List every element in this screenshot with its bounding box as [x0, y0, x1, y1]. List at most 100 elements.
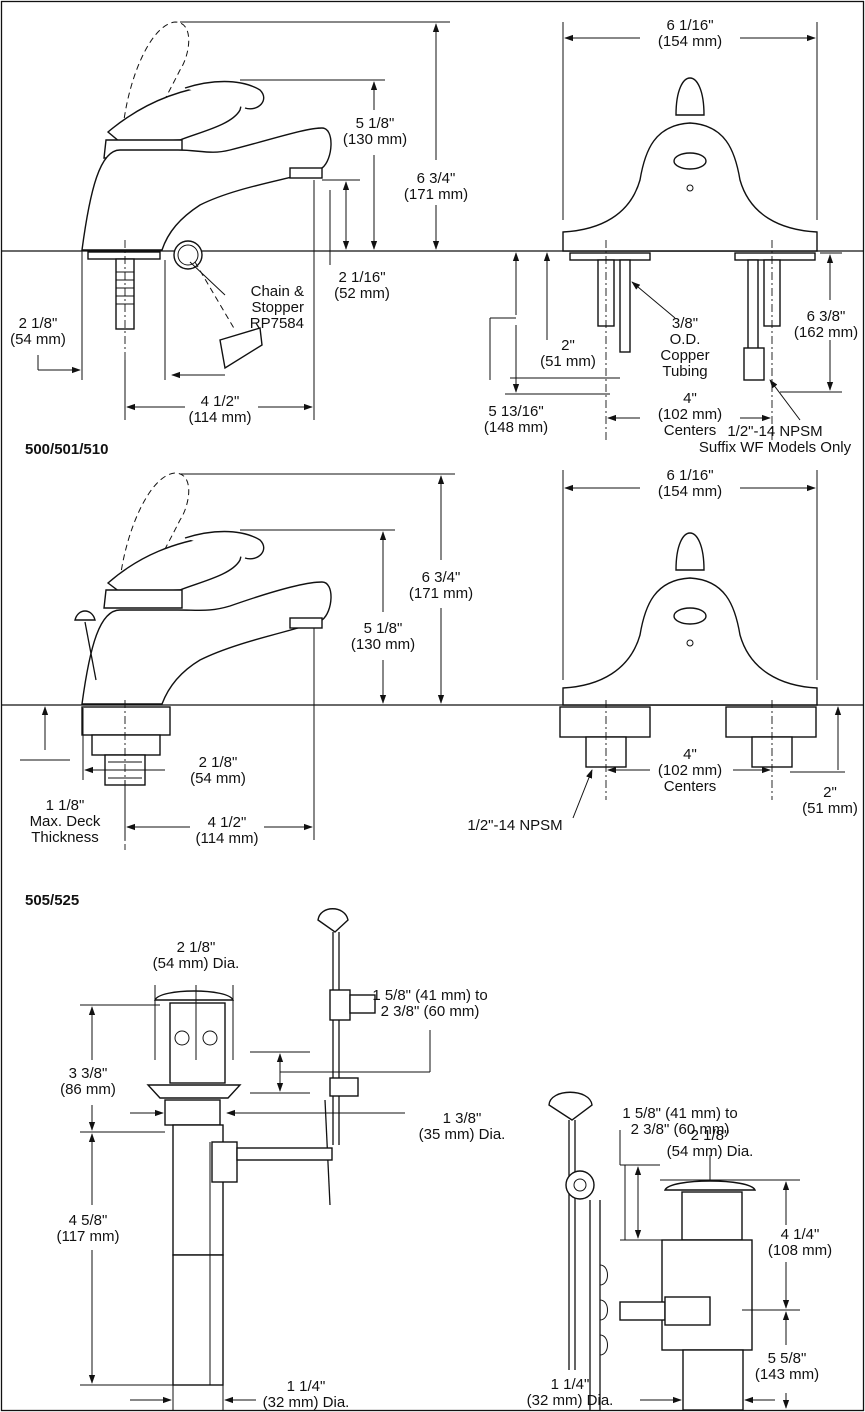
- labels-1: 6 1/16"(154 mm) 5 1/8"(130 mm) 6 3/4"(17…: [10, 17, 858, 456]
- label-d8-1: O.D.: [670, 331, 701, 348]
- faucet-front-view-1: [562, 77, 818, 440]
- label-f1-0: 2 1/8": [177, 939, 216, 956]
- label-e4-0: 2 1/8": [199, 754, 238, 771]
- label-d5-2: RP7584: [250, 315, 304, 332]
- svg-text:1 1/4"(32 mm) Dia.: 1 1/4"(32 mm) Dia.: [263, 1378, 350, 1411]
- svg-text:6 3/8"(162 mm): 6 3/8"(162 mm): [794, 308, 858, 341]
- label-f2-0: 1 5/8" (41 mm) to: [372, 987, 487, 1004]
- svg-text:2 1/8"(54 mm) Dia.: 2 1/8"(54 mm) Dia.: [153, 939, 240, 972]
- label-d4-1: (52 mm): [334, 285, 390, 302]
- svg-text:2 1/16"(52 mm): 2 1/16"(52 mm): [334, 269, 390, 302]
- label-e2-1: (171 mm): [409, 585, 473, 602]
- faucet-front-view-2: [559, 532, 818, 800]
- label-f4-1: (35 mm) Dia.: [419, 1126, 506, 1143]
- svg-text:1 5/8" (41 mm) to2 3/8" (60 mm: 1 5/8" (41 mm) to2 3/8" (60 mm): [622, 1105, 737, 1138]
- label-d1-0: 6 1/16": [666, 17, 713, 34]
- label-e9-0: 2": [823, 784, 837, 801]
- svg-text:2"(51 mm): 2"(51 mm): [540, 337, 596, 370]
- svg-text:4"(102 mm)Centers: 4"(102 mm)Centers: [658, 390, 722, 439]
- svg-text:5 1/8"(130 mm): 5 1/8"(130 mm): [343, 115, 407, 148]
- label-d11-0: 5 13/16": [488, 403, 543, 420]
- label-f4-0: 1 3/8": [443, 1110, 482, 1127]
- label-d13-1: Suffix WF Models Only: [699, 439, 852, 456]
- label-g3-1: (108 mm): [768, 1242, 832, 1259]
- drain-side-view: [548, 1091, 757, 1411]
- dimension-lines-3: [80, 985, 800, 1410]
- svg-text:6 3/4"(171 mm): 6 3/4"(171 mm): [409, 569, 473, 602]
- label-d8-2: Copper: [660, 347, 709, 364]
- svg-text:4"(102 mm)Centers: 4"(102 mm)Centers: [658, 746, 722, 795]
- label-g4-1: (143 mm): [755, 1366, 819, 1383]
- label-d3-1: (171 mm): [404, 186, 468, 203]
- label-d7-1: (114 mm): [188, 409, 251, 426]
- label-f1-1: (54 mm) Dia.: [153, 955, 240, 972]
- label-e4-1: (54 mm): [190, 770, 246, 787]
- label-d1-1: (154 mm): [658, 33, 722, 50]
- label-d10-1: (162 mm): [794, 324, 858, 341]
- svg-text:1 5/8" (41 mm) to2 3/8" (60 mm: 1 5/8" (41 mm) to2 3/8" (60 mm): [372, 987, 487, 1020]
- svg-text:2"(51 mm): 2"(51 mm): [802, 784, 858, 817]
- label-d11-1: (148 mm): [484, 419, 548, 436]
- svg-text:4 5/8"(117 mm): 4 5/8"(117 mm): [56, 1212, 119, 1245]
- label-e3-1: (130 mm): [351, 636, 415, 653]
- label-e7-0: 1/2"-14 NPSM: [467, 817, 562, 834]
- label-e8-0: 4": [683, 746, 697, 763]
- svg-text:4 1/4"(108 mm): 4 1/4"(108 mm): [768, 1226, 832, 1259]
- label-d4-0: 2 1/16": [338, 269, 385, 286]
- label-d9-0: 2": [561, 337, 575, 354]
- label-f6-0: 1 1/4": [287, 1378, 326, 1395]
- section-505-group: 505/525 6 1/16"(154 mm) 6 3/4"(171 mm) 5…: [2, 467, 863, 909]
- svg-text:6 1/16"(154 mm): 6 1/16"(154 mm): [658, 17, 722, 50]
- label-e1-0: 6 1/16": [666, 467, 713, 484]
- dimension-lines-1: [37, 21, 842, 422]
- label-d12-0: 4": [683, 390, 697, 407]
- label-e3-0: 5 1/8": [364, 620, 403, 637]
- label-e1-1: (154 mm): [658, 483, 722, 500]
- svg-text:2 1/8"(54 mm) Dia.: 2 1/8"(54 mm) Dia.: [667, 1127, 754, 1160]
- svg-text:2 1/8"(54 mm): 2 1/8"(54 mm): [10, 315, 66, 348]
- drain-front-view: [146, 908, 376, 1386]
- svg-text:1 3/8"(35 mm) Dia.: 1 3/8"(35 mm) Dia.: [419, 1110, 506, 1143]
- label-g2-1: (54 mm) Dia.: [667, 1143, 754, 1160]
- label-d7-0: 4 1/2": [201, 393, 240, 410]
- label-d6-1: (54 mm): [10, 331, 66, 348]
- label-f3-0: 3 3/8": [69, 1065, 108, 1082]
- label-f5-1: (117 mm): [56, 1228, 119, 1245]
- label-e8-2: Centers: [664, 778, 717, 795]
- label-e5-2: Thickness: [31, 829, 99, 846]
- label-d12-2: Centers: [664, 422, 717, 439]
- label-f3-1: (86 mm): [60, 1081, 116, 1098]
- labels-2: 6 1/16"(154 mm) 6 3/4"(171 mm) 5 1/8"(13…: [30, 467, 858, 847]
- label-g1-1: 2 3/8" (60 mm): [631, 1121, 730, 1138]
- label-f6-1: (32 mm) Dia.: [263, 1394, 350, 1411]
- svg-text:4 1/2"(114 mm): 4 1/2"(114 mm): [195, 814, 258, 847]
- faucet-side-view-1: [81, 21, 332, 420]
- label-e6-0: 4 1/2": [208, 814, 247, 831]
- label-d3-0: 6 3/4": [417, 170, 456, 187]
- svg-text:6 3/4"(171 mm): 6 3/4"(171 mm): [404, 170, 468, 203]
- dimension-lines-2: [20, 470, 845, 840]
- label-d12-1: (102 mm): [658, 406, 722, 423]
- label-g5-1: (32 mm) Dia.: [527, 1392, 614, 1409]
- label-e6-1: (114 mm): [195, 830, 258, 847]
- section-title-505: 505/525: [25, 892, 79, 909]
- svg-text:6 1/16"(154 mm): 6 1/16"(154 mm): [658, 467, 722, 500]
- svg-text:1 1/4"(32 mm) Dia.: 1 1/4"(32 mm) Dia.: [527, 1376, 614, 1409]
- section-title-500: 500/501/510: [25, 441, 108, 458]
- svg-text:3 3/8"(86 mm): 3 3/8"(86 mm): [60, 1065, 116, 1098]
- label-g5-0: 1 1/4": [551, 1376, 590, 1393]
- label-e5-1: Max. Deck: [30, 813, 101, 830]
- label-d2-1: (130 mm): [343, 131, 407, 148]
- label-f5-0: 4 5/8": [69, 1212, 108, 1229]
- label-f2-1: 2 3/8" (60 mm): [381, 1003, 480, 1020]
- svg-text:2 1/8"(54 mm): 2 1/8"(54 mm): [190, 754, 246, 787]
- label-d10-0: 6 3/8": [807, 308, 846, 325]
- svg-text:4 1/2"(114 mm): 4 1/2"(114 mm): [188, 393, 251, 426]
